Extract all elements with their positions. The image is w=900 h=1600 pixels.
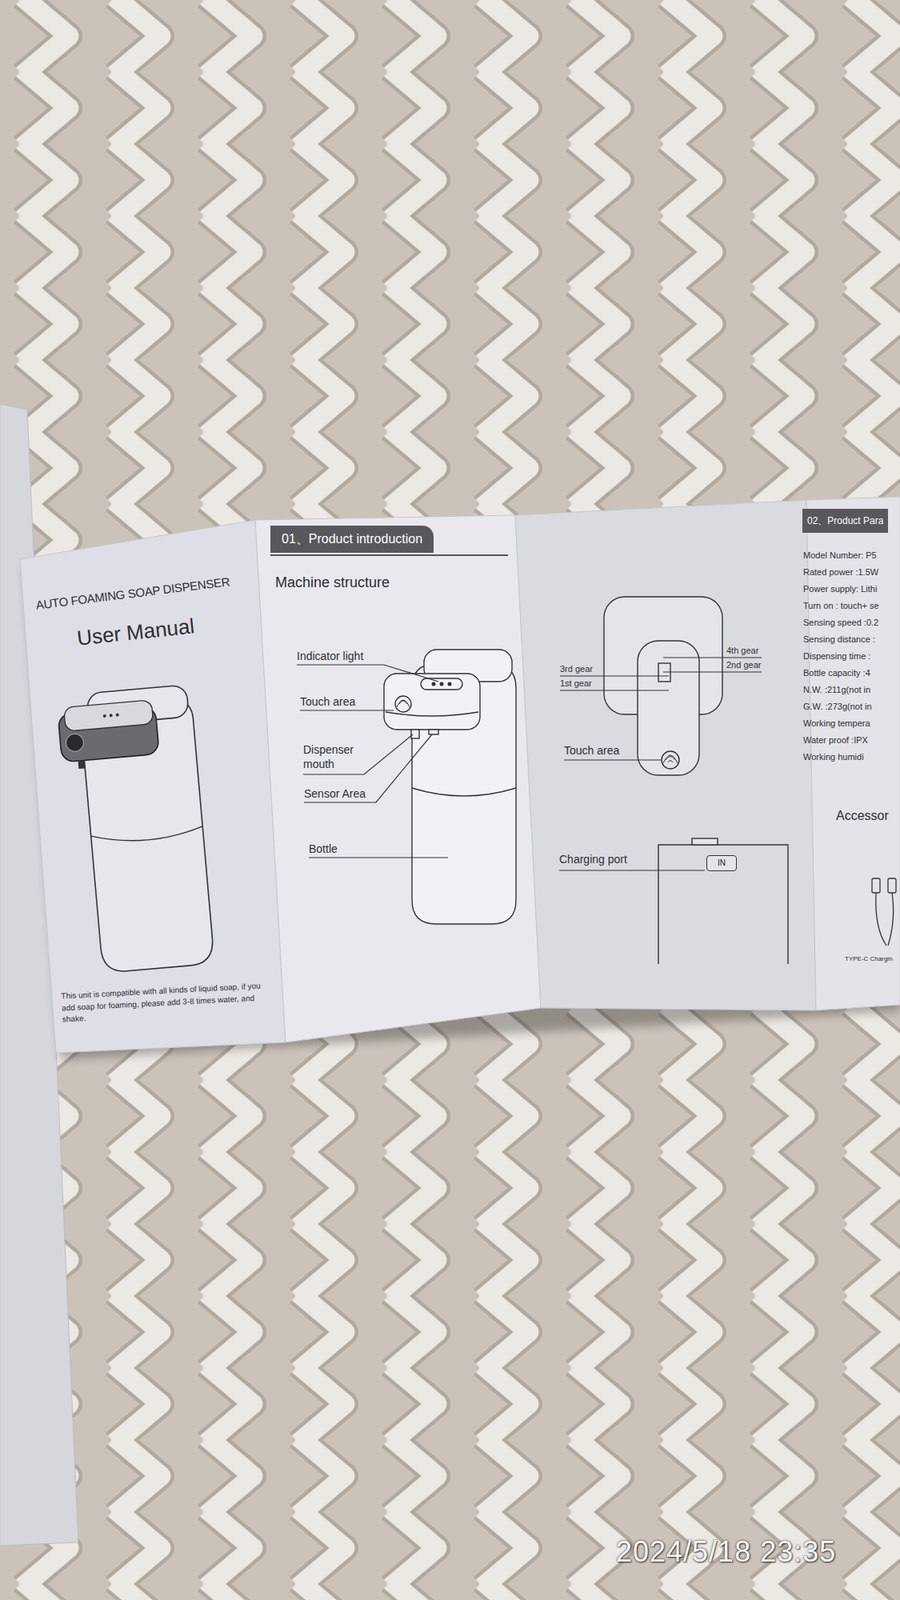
dispenser-illustration — [56, 684, 215, 976]
side-view-illustration — [658, 838, 788, 964]
cable-icon — [872, 878, 896, 946]
part-label: Touch area — [300, 695, 356, 709]
spec-line: Working tempera — [803, 718, 871, 729]
section-subtitle: Accessor — [836, 808, 889, 824]
photo-timestamp: 2024/5/18 23:35 — [616, 1534, 836, 1569]
leader-line — [270, 555, 508, 858]
spec-line: Dispensing time : — [803, 651, 871, 662]
spec-line: Water proof :IPX — [803, 735, 868, 746]
top-view-illustration — [604, 596, 723, 776]
gear-label: 3rd gear — [560, 664, 593, 675]
port-symbol: IN — [706, 855, 737, 872]
spec-line: Power supply: Lithi — [803, 584, 877, 595]
gear-label: 2nd gear — [726, 660, 761, 671]
section-tab: 01、Product introduction — [270, 525, 434, 553]
part-label: Indicator light — [296, 649, 364, 664]
section-tab: 02、Product Para — [802, 508, 888, 533]
gear-label: 4th gear — [726, 645, 759, 656]
spec-line: N.W. :211g(not in — [803, 684, 871, 696]
node-text: 01、Product introduction — [281, 532, 423, 546]
dispenser-illustration — [384, 649, 516, 924]
node-text: IN — [717, 858, 726, 868]
spec-line: Bottle capacity :4 — [803, 668, 871, 679]
spec-line: Sensing distance : — [803, 634, 876, 645]
spec-line: Model Number: P5 — [803, 550, 877, 561]
part-label: Dispenser mouth — [303, 742, 364, 772]
manual-panel — [255, 515, 541, 1043]
spec-line: Turn on : touch+ se — [803, 600, 880, 612]
part-label: Touch area — [564, 744, 620, 758]
spec-line: Rated power :1.5W — [803, 567, 879, 578]
manual-panel — [20, 520, 286, 1053]
part-label: Bottle — [308, 842, 338, 856]
part-label: Sensor Area — [304, 787, 366, 801]
part-label: Charging port — [559, 852, 628, 867]
spec-line: Working humidi — [803, 752, 864, 763]
gear-label: 1st gear — [560, 678, 592, 689]
spec-line: G.W. :273g(not in — [803, 701, 872, 712]
section-subtitle: Machine structure — [275, 574, 390, 592]
leader-line — [559, 657, 762, 871]
spec-line: Sensing speed :0.2 — [803, 617, 879, 628]
node-text: 02、Product Para — [807, 515, 884, 527]
accessory-caption: TYPE-C Chargin — [844, 955, 893, 964]
manual-panel — [515, 500, 816, 1011]
